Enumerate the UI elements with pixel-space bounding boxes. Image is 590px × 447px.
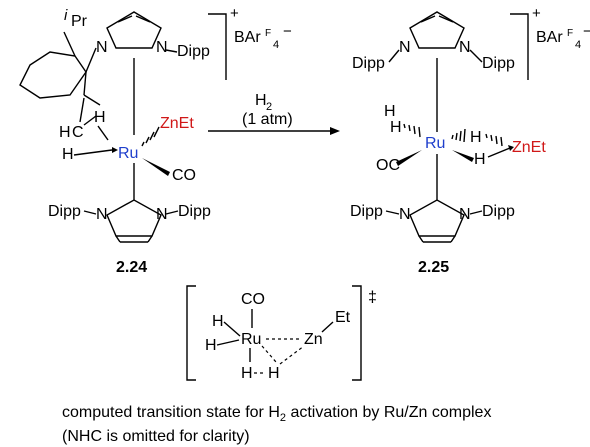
left-bottom-dipp-l: Dipp bbox=[48, 203, 81, 220]
right-top-dipp-l: Dipp bbox=[352, 55, 385, 72]
right-h-left: H bbox=[390, 119, 402, 136]
right-h-top-hashed bbox=[451, 128, 466, 143]
right-top-n1: N bbox=[399, 39, 411, 56]
arrow-reagent-sub: 2 bbox=[266, 101, 272, 113]
ipr-label: Pr bbox=[71, 13, 88, 30]
left-charge-plus: + bbox=[230, 5, 239, 22]
ts-ru: Ru bbox=[241, 331, 261, 348]
left-bottom-dipp-r: Dipp bbox=[178, 203, 211, 220]
left-hc-h: H bbox=[59, 124, 71, 141]
left-bottom-imidazole-ring bbox=[106, 199, 162, 237]
right-bottom-dipp-l: Dipp bbox=[350, 203, 383, 220]
left-h1: H bbox=[94, 109, 106, 126]
left-counterion-sub: 4 bbox=[273, 39, 279, 51]
left-h2: H bbox=[62, 146, 74, 163]
ts-h-a: H bbox=[212, 313, 224, 330]
ipr-prefix: i bbox=[64, 7, 68, 24]
left-top-dipp: Dipp bbox=[177, 43, 210, 60]
caption-line1: computed transition state for H2 activat… bbox=[62, 404, 491, 424]
ts-h-c: H bbox=[241, 365, 253, 382]
right-h-bot-wedge bbox=[452, 150, 474, 162]
left-compound-label: 2.24 bbox=[116, 259, 147, 276]
right-co: OC bbox=[376, 157, 400, 174]
left-complex: N N Dipp i Pr H C H H Ru ZnEt bbox=[19, 5, 292, 276]
arrow-reagent: H bbox=[255, 92, 267, 109]
right-zinc: ZnEt bbox=[512, 139, 546, 156]
ts-et: Et bbox=[335, 309, 351, 326]
left-ru: Ru bbox=[118, 145, 138, 162]
left-charge-minus: − bbox=[283, 23, 292, 40]
left-top-n1: N bbox=[96, 39, 108, 56]
ts-zn: Zn bbox=[304, 331, 323, 348]
right-bottom-n2: N bbox=[459, 206, 471, 223]
right-bottom-imidazole-ring bbox=[409, 199, 465, 237]
right-top-imidazole-ring bbox=[409, 11, 465, 49]
right-bracket bbox=[510, 13, 529, 80]
right-counterion-sub: 4 bbox=[575, 39, 581, 51]
left-top-imidazole-ring bbox=[106, 11, 162, 49]
right-compound-label: 2.25 bbox=[418, 259, 449, 276]
arrow-conditions: (1 atm) bbox=[242, 111, 293, 128]
right-counterion-sup: F bbox=[567, 28, 573, 39]
right-top-dipp-r: Dipp bbox=[482, 55, 515, 72]
right-ru: Ru bbox=[425, 135, 445, 152]
ts-left-bracket bbox=[186, 285, 196, 381]
right-complex: N N Dipp Dipp Ru H H OC H bbox=[350, 5, 590, 276]
right-hzn-hashed bbox=[485, 133, 503, 147]
right-h-bot: H bbox=[474, 151, 486, 168]
ts-h-d: H bbox=[268, 365, 280, 382]
left-co-wedge bbox=[142, 158, 170, 176]
right-h-top: H bbox=[470, 129, 482, 146]
left-counterion: BAr bbox=[234, 29, 261, 46]
ts-dagger: ‡ bbox=[368, 289, 377, 306]
left-aryl-ring bbox=[19, 51, 87, 99]
left-co: CO bbox=[172, 167, 196, 184]
right-counterion: BAr bbox=[536, 29, 563, 46]
left-zinc: ZnEt bbox=[160, 115, 194, 132]
right-co-wedge bbox=[396, 150, 422, 166]
right-charge-minus: − bbox=[583, 23, 590, 40]
ts-h-b: H bbox=[205, 337, 217, 354]
right-charge-plus: + bbox=[532, 5, 541, 22]
left-hc-c: C bbox=[72, 124, 84, 141]
ts-right-bracket bbox=[352, 285, 362, 381]
left-counterion-sup: F bbox=[265, 28, 271, 39]
transition-state: ‡ CO Ru H H Zn Et H H bbox=[186, 285, 377, 382]
right-h-left-top: H bbox=[384, 103, 396, 120]
caption: computed transition state for H2 activat… bbox=[62, 404, 491, 445]
ts-co: CO bbox=[241, 291, 265, 308]
left-zn-hashed-bond bbox=[141, 126, 160, 147]
caption-line2: (NHC is omitted for clarity) bbox=[62, 428, 250, 445]
left-bottom-n1: N bbox=[96, 206, 108, 223]
right-top-n2: N bbox=[459, 39, 471, 56]
right-bottom-dipp-r: Dipp bbox=[482, 203, 515, 220]
right-bottom-n1: N bbox=[399, 206, 411, 223]
left-bottom-n2: N bbox=[156, 206, 168, 223]
left-top-n2: N bbox=[156, 39, 168, 56]
right-h-hashed-bond bbox=[403, 123, 421, 138]
left-bracket bbox=[208, 13, 227, 80]
reaction-arrow: H 2 (1 atm) bbox=[208, 92, 340, 135]
